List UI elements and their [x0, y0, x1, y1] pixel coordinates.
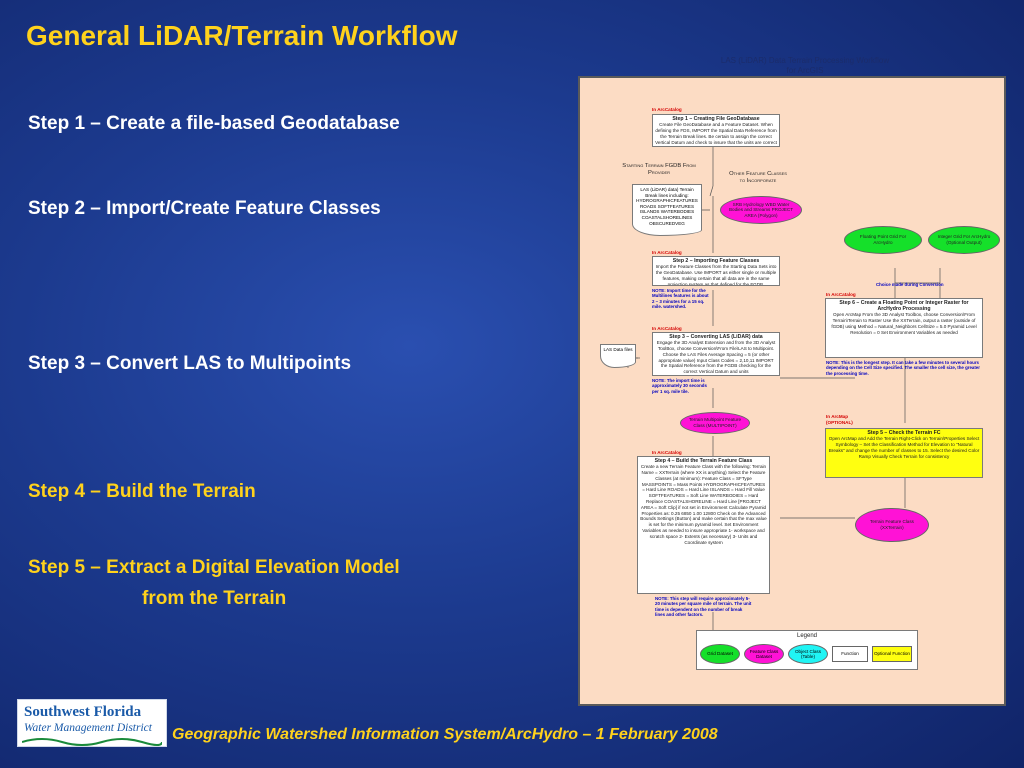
step-5-text-continued: from the Terrain — [142, 588, 287, 609]
in-arccatalog-tag-1: In ArcCatalog — [652, 107, 682, 112]
flow-connectors — [627, 146, 941, 630]
in-arccatalog-tag-2: In ArcCatalog — [652, 250, 682, 255]
flowchart-title-line2: for ArcGIS — [786, 66, 824, 75]
step4-note: NOTE: This step will require approximate… — [655, 596, 752, 618]
step5-box: Step 5 – Check the Terrain FC Open ArcMa… — [825, 428, 983, 478]
logo-line2: Water Management District — [24, 722, 152, 734]
logo-line1: Southwest Florida — [24, 704, 142, 720]
float-grid-ellipse: Floating Point Grid For ArcHydro — [844, 226, 922, 254]
legend-function: Function — [832, 646, 868, 662]
other-feature-label: Other Feature Classes to Incorporate — [729, 171, 787, 184]
legend-object-class: Object Class (Table) — [788, 644, 828, 664]
step5-body: Open ArcMap and Add the Terrain Right-Cl… — [828, 436, 980, 459]
step6-heading: Step 6 – Create a Floating Point or Inte… — [839, 300, 969, 313]
optional-tag: (OPTIONAL) — [826, 420, 853, 425]
starting-terrain-label: Starting Terrain FGDB From Provider — [622, 163, 696, 176]
step2-heading: Step 2 – Importing Feature Classes — [672, 258, 760, 264]
in-arccatalog-tag-3: In ArcCatalog — [652, 326, 682, 331]
terrain-multipoint-ellipse: Terrain Multipoint Feature Class (MULTIP… — [680, 412, 750, 434]
las-data-doc: LAS Data files — [600, 344, 636, 368]
step-2-text: Step 2 – Import/Create Feature Classes — [28, 198, 381, 219]
in-arccatalog-tag-6: In ArcCatalog — [826, 292, 856, 297]
step2-box: Step 2 – Importing Feature Classes Impor… — [652, 256, 780, 286]
legend-title: Legend — [796, 633, 818, 639]
terrain-fc-ellipse: Terrain Feature Class (XXTerrain) — [855, 508, 929, 542]
workflow-diagram: In ArcCatalog Step 1 – Creating File Geo… — [578, 76, 1006, 706]
starting-terrain-doc: LAS (LiDAR) data) Terrain Break lines in… — [632, 184, 702, 236]
integer-grid-ellipse: Integer Grid For ArcHydro (Optional Outp… — [928, 226, 1000, 254]
step-3-text: Step 3 – Convert LAS to Multipoints — [28, 353, 352, 374]
step2-note: NOTE: Import time for the Multilines fea… — [652, 288, 709, 310]
step1-body: Create File GeoDatabase and a Feature Da… — [655, 122, 777, 145]
in-arccatalog-tag-4: In ArcCatalog — [652, 450, 682, 455]
choice-note: Choice made during Conversion — [876, 282, 944, 287]
step-4-text: Step 4 – Build the Terrain — [28, 481, 256, 502]
step-5-text: Step 5 – Extract a Digital Elevation Mod… — [28, 557, 400, 578]
flowchart-title-line1: LAS (LiDAR) Data Terrain Processing Work… — [720, 56, 890, 65]
step1-heading: Step 1 – Creating File GeoDatabase — [672, 116, 760, 122]
slide-title: General LiDAR/Terrain Workflow — [26, 20, 458, 51]
logo-wave-icon — [22, 738, 162, 746]
step3-box: Step 3 – Converting LAS (LiDAR) data Eng… — [652, 332, 780, 376]
legend-grid-dataset: Grid Dataset — [700, 644, 740, 664]
step3-note: NOTE: The import time is approximately 3… — [652, 378, 707, 394]
step6-body: Open ArcMap From the 3D Analyst Toolbox,… — [831, 312, 977, 335]
step4-body: Create a new Terrain Feature Class with … — [640, 464, 767, 545]
swfwmd-logo: Southwest Florida Water Management Distr… — [17, 699, 167, 747]
step3-body: Engage the 3D Analyst Extension and from… — [656, 340, 776, 375]
step3-heading: Step 3 – Converting LAS (LiDAR) data — [669, 334, 763, 340]
step-1-text: Step 1 – Create a file-based Geodatabase — [28, 113, 400, 134]
step5-heading: Step 5 – Check the Terrain FC — [867, 430, 941, 436]
step4-heading: Step 4 – Build the Terrain Feature Class — [654, 458, 753, 464]
step4-box: Step 4 – Build the Terrain Feature Class… — [637, 456, 770, 594]
legend-feature-class: Feature Class Dataset — [744, 644, 784, 664]
step6-note: NOTE: This is the longest step. It can t… — [826, 360, 980, 376]
step1-box: Step 1 – Creating File GeoDatabase Creat… — [652, 114, 780, 147]
footer-text: Geographic Watershed Information System/… — [172, 726, 718, 743]
in-arcmap-tag: In ArcMap — [826, 414, 849, 419]
other-feature-ellipse: SRB Hydrology WBD Water Bodies and Strea… — [720, 196, 802, 224]
step2-body: Import the Feature Classes from the Star… — [655, 264, 777, 286]
step6-box: Step 6 – Create a Floating Point or Inte… — [825, 298, 983, 358]
flowchart-title: LAS (LiDAR) Data Terrain Processing Work… — [690, 56, 920, 76]
legend-optional-function: Optional Function — [872, 646, 912, 662]
